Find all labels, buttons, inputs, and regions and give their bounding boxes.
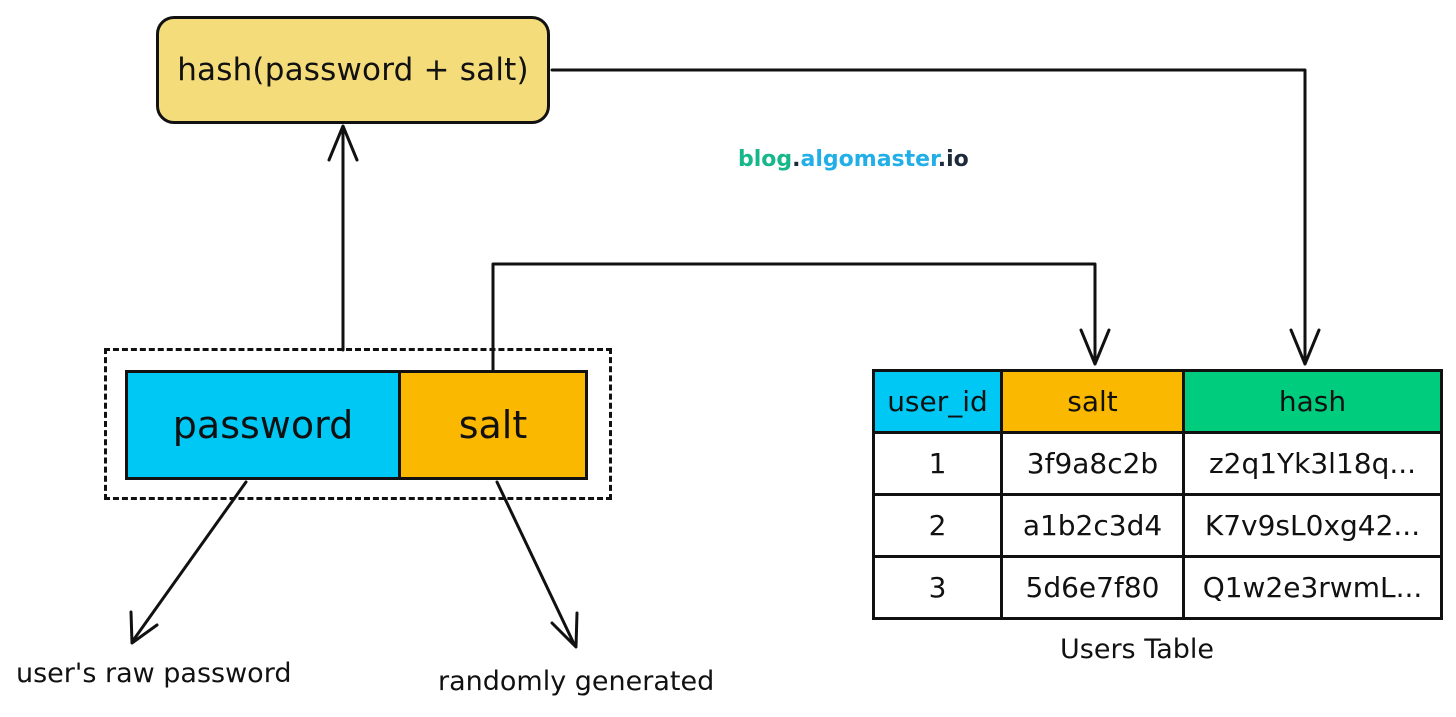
cell-salt: 5d6e7f80 [1000, 555, 1185, 620]
cell-salt: 3f9a8c2b [1000, 431, 1185, 496]
password-caption: user's raw password [16, 658, 292, 689]
arrow-password-caption [129, 480, 248, 645]
arrow-salt-caption [495, 480, 579, 649]
salt-label: salt [458, 403, 528, 447]
arrow-to-hash [327, 124, 359, 352]
table-row: 2 a1b2c3d4 K7v9sL0xg42... [872, 493, 1443, 558]
table-row: 3 5d6e7f80 Q1w2e3rwmL... [872, 555, 1443, 620]
combined-input-group [104, 348, 612, 500]
table-header-row: user_id salt hash [872, 369, 1443, 434]
watermark: blog.algomaster.io [738, 147, 969, 172]
cell-hash: Q1w2e3rwmL... [1182, 555, 1443, 620]
header-user-id: user_id [872, 369, 1003, 434]
header-salt: salt [1000, 369, 1185, 434]
cell-user-id: 3 [872, 555, 1003, 620]
header-hash: hash [1182, 369, 1443, 434]
cell-hash: K7v9sL0xg42... [1182, 493, 1443, 558]
hash-function-label: hash(password + salt) [177, 52, 529, 88]
cell-user-id: 2 [872, 493, 1003, 558]
arrow-hash-to-table [550, 68, 1321, 366]
salt-block: salt [398, 370, 588, 480]
users-table: user_id salt hash 1 3f9a8c2b z2q1Yk3l18q… [872, 369, 1443, 620]
watermark-blog: blog [738, 147, 793, 172]
cell-hash: z2q1Yk3l18q... [1182, 431, 1443, 496]
watermark-dot-1: . [792, 147, 801, 172]
users-table-title: Users Table [1060, 634, 1215, 665]
watermark-algomaster: algomaster [800, 147, 938, 172]
table-row: 1 3f9a8c2b z2q1Yk3l18q... [872, 431, 1443, 496]
password-label: password [172, 403, 354, 447]
password-block: password [125, 370, 401, 480]
cell-salt: a1b2c3d4 [1000, 493, 1185, 558]
watermark-io: io [946, 147, 969, 172]
salt-caption: randomly generated [438, 666, 715, 697]
watermark-dot-2: . [937, 147, 947, 172]
arrow-salt-to-table [491, 262, 1111, 372]
cell-user-id: 1 [872, 431, 1003, 496]
hash-function-box: hash(password + salt) [156, 16, 550, 124]
